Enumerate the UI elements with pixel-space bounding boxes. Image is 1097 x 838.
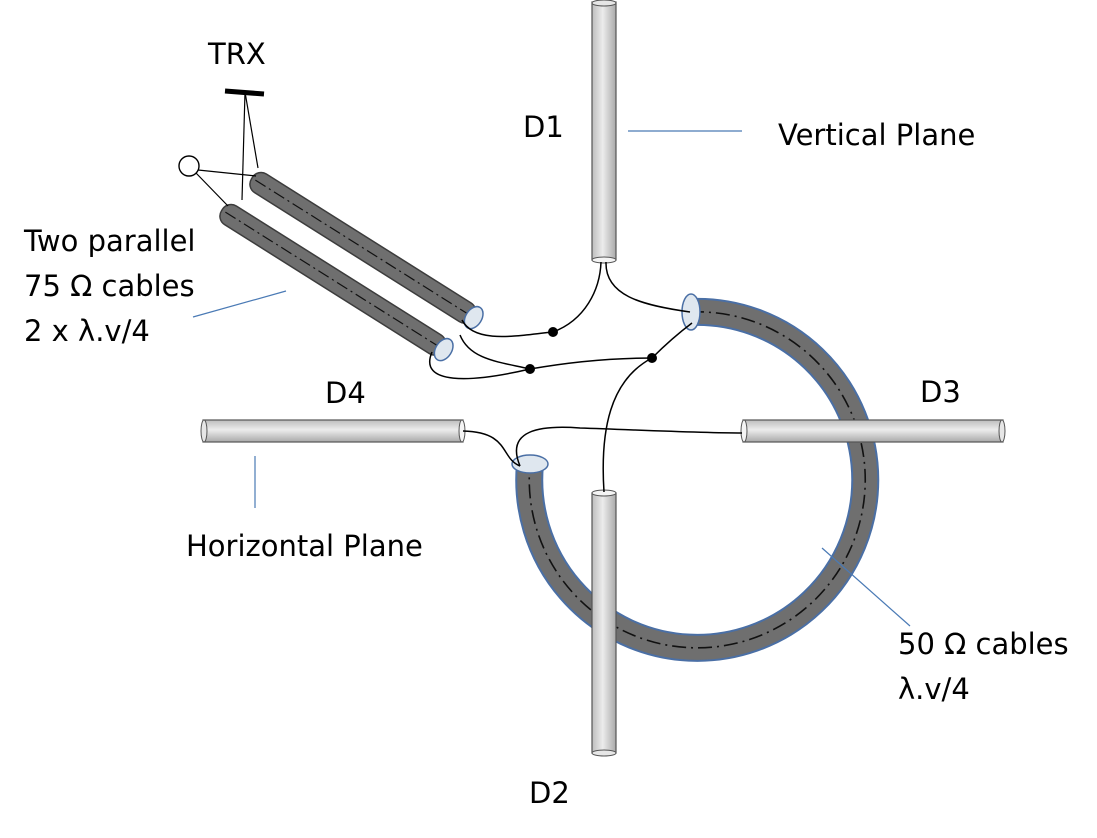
parallel-cables-label-line-2: 75 Ω cables bbox=[24, 269, 195, 303]
junction-dots bbox=[525, 327, 657, 374]
trx-feed bbox=[178, 88, 265, 207]
d2-label: D2 bbox=[529, 776, 570, 810]
d1-label: D1 bbox=[523, 110, 564, 144]
dipole-d3 bbox=[740, 419, 1006, 443]
d4-label: D4 bbox=[325, 376, 366, 410]
fifty-ohm-label-line-2: λ.v/4 bbox=[898, 672, 970, 706]
ring-cable-end-left bbox=[511, 454, 549, 474]
seventy-five-ohm-cables bbox=[219, 171, 484, 362]
fifty-ohm-label-line-1: 50 Ω cables bbox=[898, 627, 1069, 661]
leader-lines bbox=[192, 130, 911, 627]
d3-label: D3 bbox=[920, 375, 961, 409]
fifty-ohm-ring-cable bbox=[511, 293, 880, 662]
feed-wires bbox=[429, 261, 743, 493]
upper-75-ohm-cable bbox=[249, 171, 484, 330]
ground-connector bbox=[178, 155, 200, 177]
dipole-d2 bbox=[591, 489, 617, 757]
parallel-cables-leader bbox=[192, 290, 287, 318]
dipole-d4 bbox=[200, 419, 466, 443]
parallel-cables-label-line-1: Two parallel bbox=[23, 224, 195, 258]
lower-75-ohm-cable bbox=[219, 203, 454, 362]
dipole-d1 bbox=[591, 0, 617, 264]
vertical-plane-label: Vertical Plane bbox=[778, 118, 975, 152]
horizontal-plane-label: Horizontal Plane bbox=[186, 529, 423, 563]
fifty-ohm-leader bbox=[821, 547, 911, 627]
ring-cable-end-top bbox=[681, 293, 701, 331]
trx-label: TRX bbox=[207, 37, 266, 71]
parallel-cables-label-line-3: 2 x λ.v/4 bbox=[24, 314, 150, 348]
